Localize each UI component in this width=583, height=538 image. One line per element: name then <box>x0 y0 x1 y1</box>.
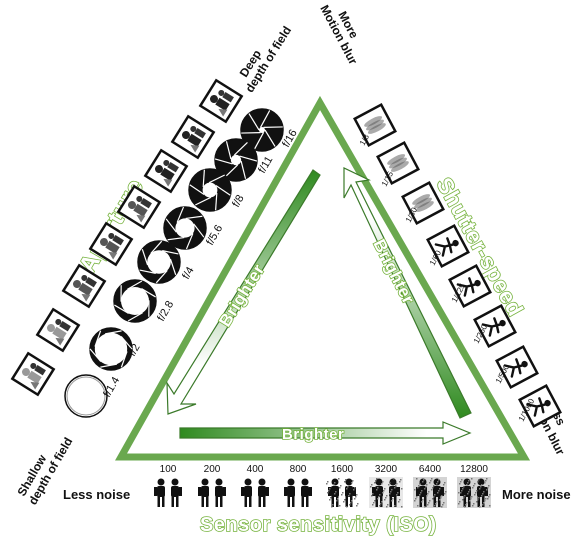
less-noise-label: Less noise <box>63 487 130 502</box>
deep-dof-label: Deep depth of field <box>231 17 294 95</box>
dof-sample-photo-icon <box>12 353 53 394</box>
aperture-diaphragm-icon <box>90 328 132 370</box>
people-figures-icon <box>238 477 272 508</box>
f-stop-label: f/8 <box>230 193 247 210</box>
people-figures-icon <box>369 477 403 508</box>
brighter-label-right: Brighter <box>369 236 418 307</box>
iso-stop: 12800 <box>457 464 491 508</box>
people-figures-icon <box>281 477 315 508</box>
iso-value-label: 400 <box>247 464 264 475</box>
iso-value-label: 100 <box>160 464 177 475</box>
f-stop-label: f/1.4 <box>101 375 122 400</box>
people-figures-icon <box>325 477 359 508</box>
aperture-diaphragm-icon <box>189 169 231 211</box>
dof-sample-photo-icon <box>172 116 213 157</box>
people-figures-icon <box>151 477 185 508</box>
iso-value-label: 1600 <box>331 464 354 475</box>
iso-value-label: 800 <box>290 464 307 475</box>
iso-value-label: 200 <box>204 464 221 475</box>
iso-stop: 6400 <box>413 464 447 508</box>
people-figures-icon <box>413 477 447 508</box>
shutter-speed-stop: 1/15 <box>378 143 419 188</box>
iso-stop: 400 <box>238 464 272 508</box>
people-figures-icon <box>195 477 229 508</box>
dof-sample-photo-icon <box>200 80 241 121</box>
iso-stop: 100 <box>151 464 185 508</box>
iso-value-label: 12800 <box>460 464 488 475</box>
f-stop-label: f/11 <box>256 154 275 175</box>
people-figures-icon <box>457 477 491 508</box>
shutter-speed-stop: 1/8 <box>355 105 396 147</box>
dof-sample-photo-icon <box>37 309 78 350</box>
f-stop-label: f/5.6 <box>204 223 225 248</box>
iso-scale: 100 200 400 800 1600 3200 6400 12800 <box>151 464 491 508</box>
brighter-arrow-left: Brighter <box>167 170 320 414</box>
aperture-scale: f/16f/11f/8f/5.6f/4f/2.8f/2f/1.4 <box>12 80 299 417</box>
shutter-speed-stop: 1/500 <box>494 347 537 388</box>
aperture-diaphragm-icon <box>138 241 180 283</box>
f-stop-label: f/2.8 <box>155 299 176 324</box>
iso-stop: 3200 <box>369 464 403 508</box>
iso-value-label: 3200 <box>375 464 398 475</box>
aperture-diaphragm-icon <box>114 280 156 322</box>
dof-sample-photo-icon <box>145 150 186 191</box>
more-motion-blur-label: More Motion blur <box>317 0 372 67</box>
brighter-arrow-bottom: Brighter <box>180 422 470 444</box>
iso-value-label: 6400 <box>419 464 442 475</box>
iso-stop: 800 <box>281 464 315 508</box>
iso-title: Sensor sensitivity (ISO) <box>200 514 437 536</box>
f-stop-label: f/4 <box>180 265 197 282</box>
iso-stop: 200 <box>195 464 229 508</box>
brighter-label-bottom: Brighter <box>282 426 344 443</box>
more-noise-label: More noise <box>502 487 571 502</box>
aperture-diaphragm-icon <box>164 207 206 249</box>
iso-stop: 1600 <box>325 464 359 508</box>
aperture-diaphragm-icon <box>65 375 107 417</box>
